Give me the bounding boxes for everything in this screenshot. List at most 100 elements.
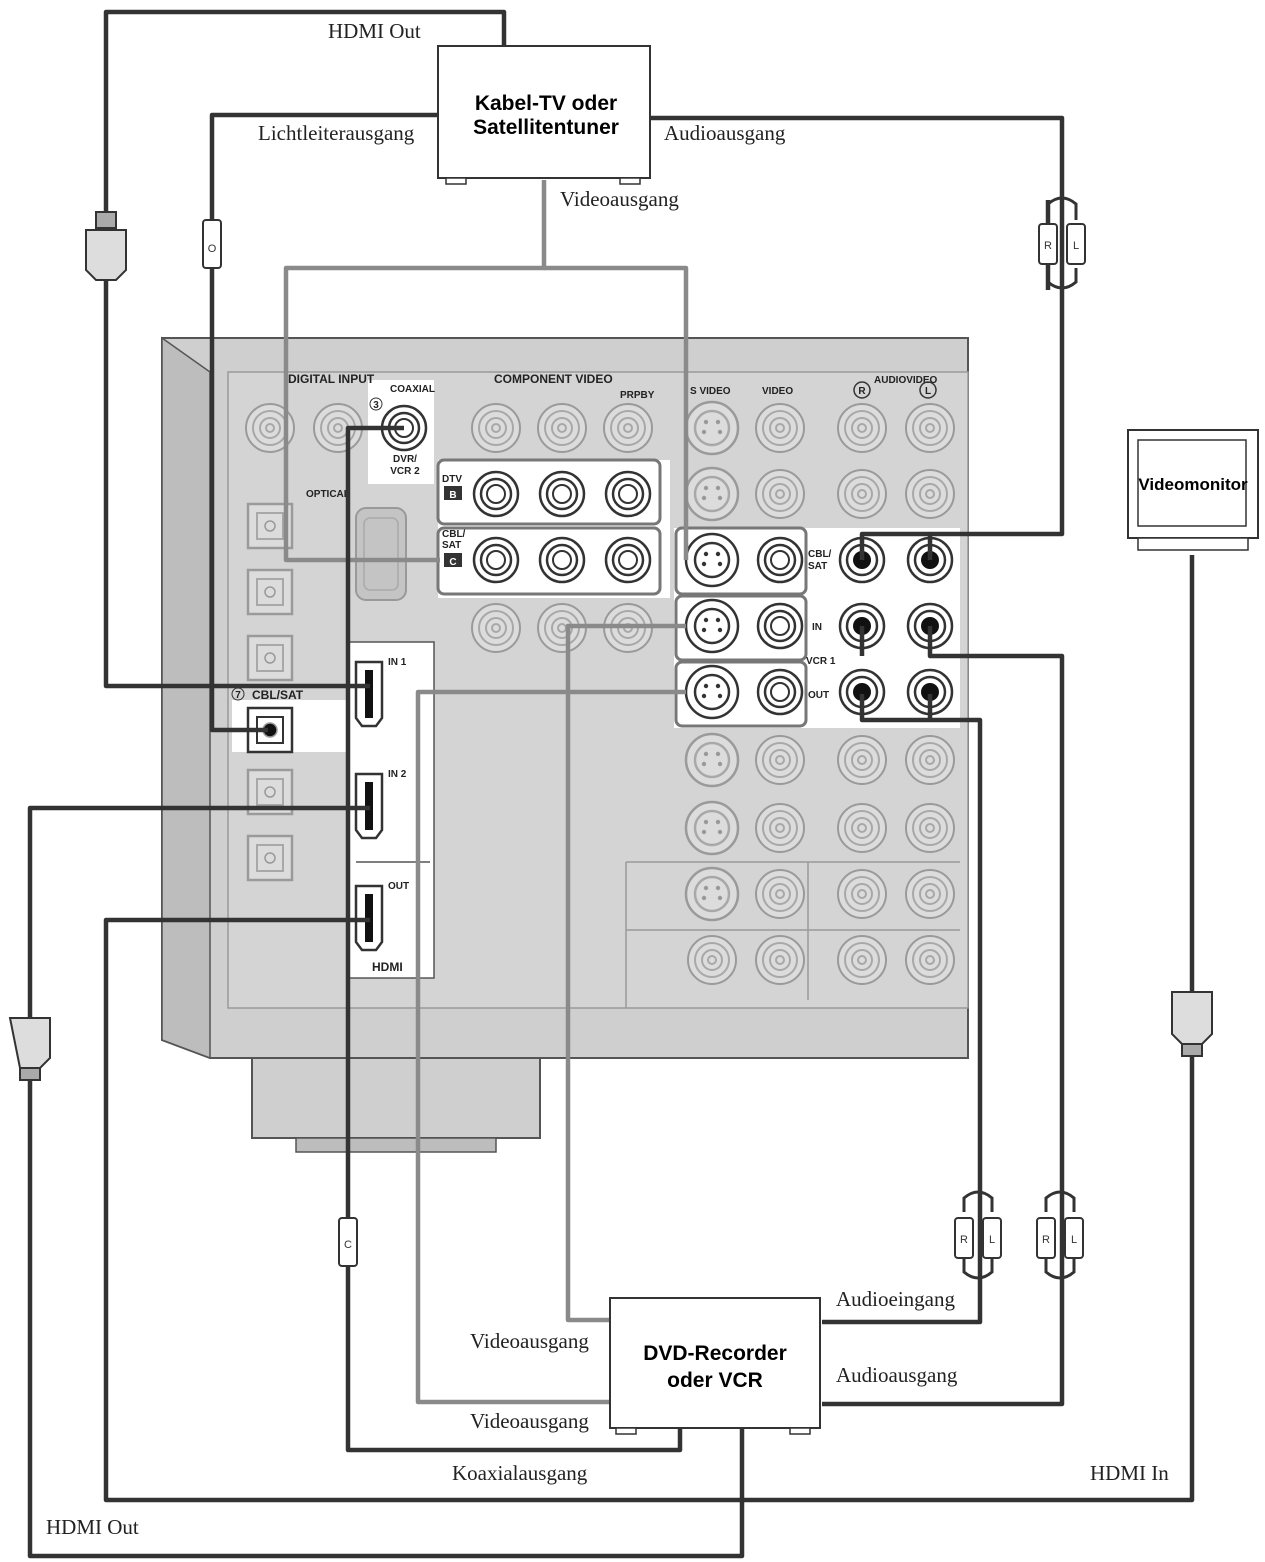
left-channel-badge xyxy=(919,381,937,399)
label-out: OUT xyxy=(808,690,829,701)
label-l: L xyxy=(925,386,931,397)
label-audio-out-top: Audioausgang xyxy=(664,121,786,145)
cable-audio-vcr-out xyxy=(822,694,983,1325)
rca-label-l: L xyxy=(1071,1234,1077,1246)
label-hdmi-out: OUT xyxy=(388,881,409,892)
component-jack xyxy=(471,603,521,653)
label-video-out-1: Videoausgang xyxy=(470,1329,589,1353)
label-digital-input: DIGITAL INPUT xyxy=(288,372,375,386)
audio-jack xyxy=(905,469,955,519)
panel-labels: DIGITAL INPUT COAXIAL 3 DVR/ VCR 2 OPTIC… xyxy=(231,372,938,974)
rca-label-r: R xyxy=(1042,1234,1050,1246)
label-coaxial: COAXIAL xyxy=(390,384,435,395)
label-prpby: PRPBY xyxy=(620,390,655,401)
cables xyxy=(27,9,1195,1559)
label-hdmi-in1: IN 1 xyxy=(388,657,407,668)
rca-plug-pair-icon: R L xyxy=(954,1190,1002,1280)
cable-svideo-vcr-out xyxy=(415,689,686,1405)
label-cbl-sat-av: CBL/ xyxy=(808,549,832,560)
audio-jack xyxy=(905,935,955,985)
tuner-title-line1: Kabel-TV oder xyxy=(475,92,617,115)
video-jack xyxy=(755,869,805,919)
audio-jack xyxy=(905,735,955,785)
audio-jack xyxy=(837,935,887,985)
optical-jack xyxy=(246,568,294,616)
component-jack xyxy=(471,403,521,453)
label-cbl-sat-av-b: SAT xyxy=(808,561,827,572)
optical-jack xyxy=(246,634,294,682)
cable-coaxial-recorder xyxy=(345,425,683,1453)
coax-jack xyxy=(245,403,295,453)
video-jack xyxy=(755,935,805,985)
s-video-jack xyxy=(684,466,740,522)
label-r: R xyxy=(858,386,866,397)
label-dvr-vcr2: DVR/ xyxy=(393,454,417,465)
coax-plug-label: C xyxy=(344,1239,352,1251)
coax-plug-icon: C xyxy=(338,1217,358,1267)
cable-audio-tuner-right xyxy=(859,531,930,560)
video-jack xyxy=(755,469,805,519)
s-video-jack xyxy=(684,866,740,922)
coax-number-badge xyxy=(369,397,383,411)
video-monitor-device: Videomonitor xyxy=(1127,429,1259,551)
label-component-video: COMPONENT VIDEO xyxy=(494,372,613,386)
optical-plug-icon: O xyxy=(202,219,222,269)
component-jack-dtv xyxy=(538,470,586,518)
component-jack-cbl-sat xyxy=(604,536,652,584)
tuner-device: Kabel-TV oder Satellitentuner xyxy=(437,45,651,185)
video-jack xyxy=(687,935,737,985)
label-video-out-top: Videoausgang xyxy=(560,187,679,211)
component-jack-dtv xyxy=(472,470,520,518)
video-jack-active xyxy=(756,536,804,584)
video-jack xyxy=(755,403,805,453)
rca-label-l: L xyxy=(989,1234,995,1246)
audio-jack xyxy=(837,469,887,519)
recorder-title-line2: oder VCR xyxy=(667,1369,763,1392)
label-cbl-sat-optical: CBL/SAT xyxy=(252,688,304,702)
label-hdmi-in2: IN 2 xyxy=(388,769,407,780)
label-dvr-vcr2-b: VCR 2 xyxy=(390,466,420,477)
cable-hdmi-out-to-monitor xyxy=(103,555,1195,1503)
cable-hdmi-tuner-to-in1 xyxy=(103,9,507,689)
audio-jack-active xyxy=(906,668,954,716)
label-audio-in: Audioeingang xyxy=(836,1287,955,1311)
component-jack-cbl-sat xyxy=(472,536,520,584)
label-optical: OPTICAL xyxy=(306,489,350,500)
label-audio-out-bottom: Audioausgang xyxy=(836,1363,958,1387)
cbl-code-badge xyxy=(444,553,462,567)
rca-plug-pair-icon: R L xyxy=(1036,1190,1084,1280)
audio-jack xyxy=(905,803,955,853)
tuner-title-line2: Satellitentuner xyxy=(473,116,619,139)
cable-hdmi-recorder-to-in2 xyxy=(27,805,745,1559)
label-s-video: S VIDEO xyxy=(690,386,731,397)
rca-label-r: R xyxy=(960,1234,968,1246)
label-in: IN xyxy=(812,622,822,633)
hdmi-plug-icon xyxy=(1171,991,1213,1057)
rca-label-l: L xyxy=(1073,240,1079,252)
hdmi-port xyxy=(354,660,384,728)
cable-audio-vcr-in xyxy=(822,626,1065,1407)
component-jack-dtv xyxy=(604,470,652,518)
recorder-device: DVD-Recorder oder VCR xyxy=(609,1297,821,1435)
component-jack xyxy=(537,403,587,453)
video-jack-active xyxy=(756,668,804,716)
cable-svideo-vcr-in xyxy=(565,623,686,1323)
cable-component-video xyxy=(283,180,547,563)
label-hdmi-in: HDMI In xyxy=(1090,1461,1169,1485)
label-cbl-sat-comp: CBL/ xyxy=(442,529,466,540)
video-jack-active xyxy=(756,602,804,650)
label-dtv: DTV xyxy=(442,474,462,485)
audio-jack xyxy=(905,869,955,919)
label-video: VIDEO xyxy=(762,386,793,397)
label-vcr1: VCR 1 xyxy=(806,656,836,667)
monitor-label: Videomonitor xyxy=(1138,475,1248,494)
label-hdmi-out-top: HDMI Out xyxy=(328,19,421,43)
label-optical-out: Lichtleiterausgang xyxy=(258,121,415,145)
label-coax-number: 3 xyxy=(373,400,379,411)
label-video-out-2: Videoausgang xyxy=(470,1409,589,1433)
s-video-jack xyxy=(684,598,740,654)
cable-optical-tuner xyxy=(209,112,440,733)
optical-plug-label: O xyxy=(208,243,217,255)
audio-jack xyxy=(837,403,887,453)
label-hdmi: HDMI xyxy=(372,960,403,974)
